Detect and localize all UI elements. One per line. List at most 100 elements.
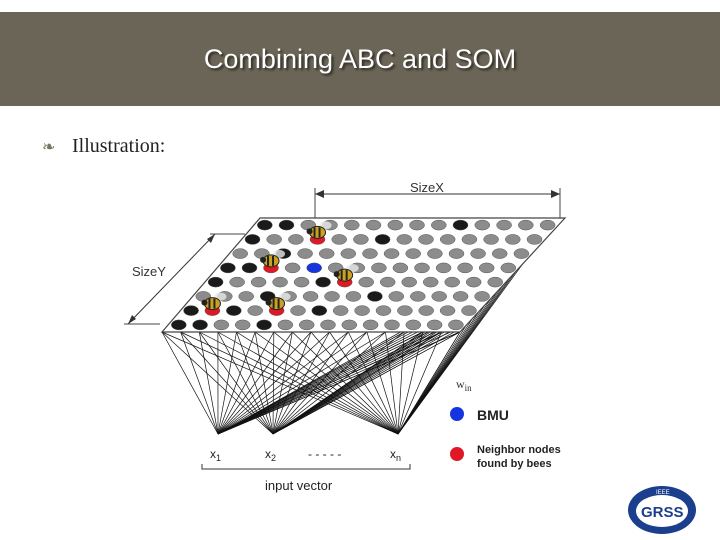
grid-node [448,248,465,259]
bee-icon [306,221,332,239]
dark-grid-node [244,234,261,245]
legend-bmu-label: BMU [477,407,509,423]
dark-grid-node [315,276,331,288]
grid-node [384,319,400,331]
grid-node [526,234,543,245]
grid-node [345,291,362,302]
weight-label: win [456,377,472,393]
grid-node [465,276,482,288]
title-bar: Combining ABC and SOM [0,12,720,106]
connection-line [272,331,312,435]
grid-node [474,291,490,302]
connection-line [161,331,274,435]
grid-node [457,262,473,274]
connection-line [217,331,399,435]
grid-node [365,219,382,231]
connection-line [199,331,274,435]
grid-node [470,248,486,259]
connection-line [366,331,399,435]
dark-grid-node [452,219,469,231]
grid-node [247,305,263,316]
grid-node [414,262,430,274]
grid-node [250,276,267,288]
grid-node [392,262,409,274]
connection-line [217,331,275,435]
input-vector: x1 x2 - - - - - xn input vector [201,447,411,493]
legend-bmu-marker [450,407,464,421]
legend: BMU Neighbor nodes found by bees [450,407,561,470]
connection-line [272,324,467,435]
dark-grid-node [241,262,258,274]
grid-node [431,291,447,302]
grid-node [422,276,439,288]
grid-node [358,276,374,288]
connection-line [217,331,274,435]
connection-line [180,331,219,435]
size-y-dimension: SizeY [124,233,245,325]
grid-node [298,319,315,331]
grid-node [371,262,387,274]
connection-line [217,331,386,435]
dark-grid-node [207,276,224,288]
connection-line [347,331,399,435]
som-grid-plane [160,217,567,333]
grid-node [332,305,349,316]
grid-node [500,262,517,274]
grid-node [397,305,413,316]
connection-line [217,331,368,435]
grid-node [284,262,301,274]
connection-line [385,331,399,435]
grid-node [405,248,421,259]
grid-node [290,305,306,316]
input-vector-label: input vector [265,478,333,493]
connection-line [198,331,219,435]
bee-icon [260,249,286,268]
dark-grid-node [256,319,272,331]
grid-node [341,319,358,331]
bee-icon [333,264,359,282]
connection-line [236,331,274,435]
grid-node [396,234,413,245]
input-x2: x2 [265,447,276,463]
grid-node [344,219,360,231]
size-x-dimension: SizeX [314,180,561,218]
grid-node [238,291,254,302]
grid-node [439,305,456,316]
bmu-node [306,262,322,274]
dark-grid-node [257,219,273,231]
grid-node [483,234,499,245]
grid-node [418,305,434,316]
connection-line [217,331,349,435]
connection-line [236,331,399,435]
connection-line [292,331,399,435]
connection-line [310,331,399,435]
connection-line [199,331,399,435]
legend-neighbor-line1: Neighbor nodes [477,444,561,456]
grid-node [387,219,404,231]
grid-node [297,248,313,259]
connection-line [217,317,473,435]
grid-node [487,276,503,288]
curl-bullet-icon: ❧ [42,136,56,156]
grid-node [266,234,282,245]
connection-line [272,331,349,435]
grss-logo: IEEE GRSS [628,486,696,534]
connection-line [272,331,386,435]
dark-grid-node [192,319,208,331]
grid-node [478,262,495,274]
connection-line [272,331,293,435]
connection-line [397,331,424,435]
grid-node [491,248,508,259]
grid-node [383,248,400,259]
connection-line [254,331,399,435]
grid-node [452,291,469,302]
grid-node [375,305,392,316]
bee-icon [265,292,291,311]
som-diagram: SizeX SizeY x1 x2 - - - - - xn input vec… [124,180,567,493]
logo-ring-text: IEEE [656,490,670,496]
grid-node [232,248,248,259]
grid-node [444,276,460,288]
size-y-label: SizeY [132,264,166,279]
dark-grid-node [220,262,236,274]
grid-node [410,291,426,302]
